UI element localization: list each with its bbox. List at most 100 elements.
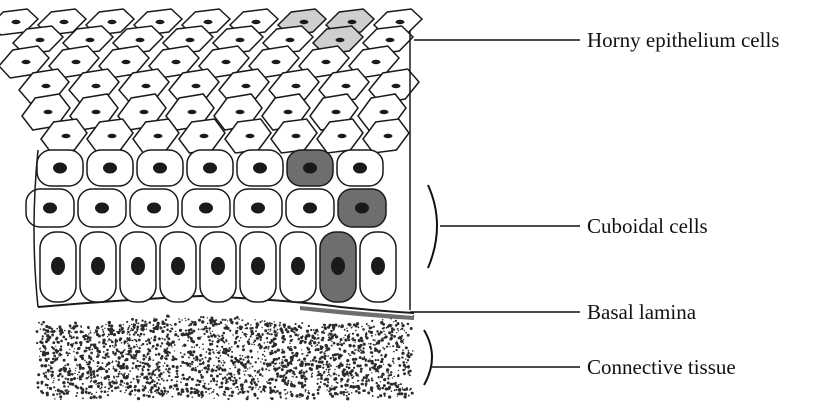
- tissue-speck: [71, 373, 74, 376]
- tissue-speck: [121, 355, 124, 358]
- tissue-speck: [332, 335, 334, 337]
- tissue-speck: [207, 317, 208, 318]
- tissue-speck: [200, 391, 203, 394]
- tissue-speck: [396, 340, 397, 341]
- tissue-speck: [274, 330, 277, 333]
- tissue-speck: [392, 360, 394, 362]
- tissue-speck: [279, 322, 281, 324]
- tissue-speck: [241, 319, 243, 321]
- tissue-speck: [151, 347, 153, 349]
- tissue-speck: [77, 377, 79, 379]
- tissue-speck: [215, 383, 217, 385]
- tissue-speck: [95, 329, 97, 331]
- tissue-speck: [169, 372, 171, 374]
- tissue-speck: [371, 377, 373, 379]
- tissue-speck: [56, 393, 58, 395]
- tissue-speck: [313, 356, 316, 359]
- tissue-speck: [407, 352, 409, 354]
- tissue-speck: [261, 369, 263, 371]
- tissue-speck: [158, 337, 161, 340]
- cell-nucleus: [62, 134, 71, 138]
- tissue-speck: [149, 376, 152, 379]
- cell-nucleus: [331, 257, 345, 275]
- tissue-speck: [200, 316, 202, 318]
- tissue-speck: [262, 375, 264, 377]
- tissue-speck: [295, 366, 297, 368]
- tissue-speck: [98, 335, 100, 337]
- tissue-speck: [341, 385, 342, 386]
- tissue-speck: [323, 332, 325, 334]
- tissue-speck: [96, 397, 98, 399]
- tissue-speck: [315, 346, 316, 347]
- tissue-speck: [293, 376, 294, 377]
- tissue-speck: [231, 351, 233, 353]
- tissue-speck: [230, 349, 231, 350]
- tissue-speck: [108, 338, 110, 340]
- tissue-speck: [147, 369, 150, 372]
- tissue-speck: [258, 389, 259, 390]
- tissue-speck: [235, 379, 238, 382]
- tissue-speck: [299, 397, 301, 399]
- tissue-speck: [359, 356, 362, 359]
- tissue-speck: [273, 366, 275, 368]
- tissue-speck: [293, 367, 295, 369]
- tissue-speck: [396, 332, 397, 333]
- tissue-speck: [231, 321, 232, 322]
- tissue-speck: [223, 350, 225, 352]
- tissue-speck: [352, 339, 354, 341]
- tissue-speck: [79, 368, 81, 370]
- tissue-speck: [269, 378, 271, 380]
- tissue-speck: [391, 331, 393, 333]
- tissue-speck: [45, 325, 48, 328]
- tissue-speck: [291, 381, 293, 383]
- tissue-speck: [169, 330, 172, 333]
- tissue-speck: [112, 332, 113, 333]
- tissue-speck: [198, 328, 200, 330]
- tissue-speck: [200, 329, 202, 331]
- tissue-speck: [345, 392, 346, 393]
- tissue-speck: [43, 372, 45, 374]
- cell-nucleus: [92, 110, 101, 114]
- tissue-speck: [103, 333, 105, 335]
- tissue-speck: [364, 356, 366, 358]
- tissue-speck: [392, 377, 393, 378]
- tissue-speck: [279, 362, 281, 364]
- tissue-speck: [390, 371, 392, 373]
- cell-nucleus: [251, 257, 265, 275]
- tissue-speck: [209, 393, 210, 394]
- tissue-speck: [222, 319, 224, 321]
- tissue-speck: [382, 387, 385, 390]
- tissue-speck: [274, 334, 275, 335]
- tissue-speck: [170, 324, 171, 325]
- tissue-speck: [78, 363, 81, 366]
- tissue-speck: [339, 325, 341, 327]
- tissue-speck: [342, 391, 345, 394]
- tissue-speck: [60, 398, 62, 400]
- cell-nucleus: [222, 60, 231, 64]
- tissue-speck: [75, 368, 76, 369]
- tissue-speck: [140, 333, 143, 336]
- tissue-speck: [201, 375, 204, 378]
- tissue-speck: [347, 391, 349, 393]
- tissue-speck: [329, 357, 332, 360]
- label-connective-tissue: Connective tissue: [587, 355, 736, 379]
- tissue-speck: [397, 396, 398, 397]
- tissue-speck: [324, 324, 326, 326]
- tissue-speck: [166, 379, 168, 381]
- tissue-speck: [398, 330, 399, 331]
- tissue-speck: [161, 338, 163, 340]
- tissue-speck: [248, 342, 251, 345]
- tissue-speck: [259, 386, 261, 388]
- tissue-speck: [262, 354, 264, 356]
- tissue-speck: [289, 335, 292, 338]
- tissue-speck: [217, 338, 218, 339]
- tissue-speck: [229, 347, 231, 349]
- tissue-speck: [64, 330, 66, 332]
- tissue-speck: [195, 389, 198, 392]
- tissue-speck: [177, 335, 179, 337]
- tissue-speck: [286, 330, 289, 333]
- tissue-speck: [67, 354, 69, 356]
- tissue-speck: [75, 395, 77, 397]
- cell-nucleus: [371, 257, 385, 275]
- tissue-speck: [114, 387, 117, 390]
